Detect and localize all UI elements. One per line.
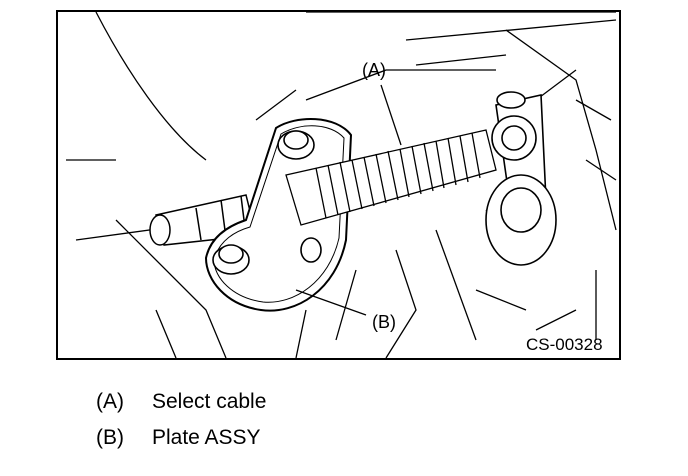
legend-item-a: (A) Select cable [96,384,516,420]
leader-lines [295,84,402,316]
callout-b: (B) [372,312,396,332]
select-cable-illustration: (A) (B) CS-00328 [56,10,621,360]
callout-a: (A) [362,60,386,80]
shift-lever-joint [485,91,557,266]
legend-text: Plate ASSY [152,426,261,449]
legend-key: (A) [96,390,124,413]
legend-item-b: (B) Plate ASSY [96,420,516,456]
diagram-figure: (A) (B) CS-00328 [56,10,621,360]
legend-key: (B) [96,426,124,449]
legend-text: Select cable [152,390,267,413]
leader-line-a [380,84,402,146]
select-cable-boot [285,129,497,226]
figure-id: CS-00328 [526,335,603,354]
plate-bolts [212,130,322,275]
legend: (A) Select cable (B) Plate ASSY [96,384,516,456]
leader-line-b [295,289,367,316]
housing-background [66,11,617,359]
